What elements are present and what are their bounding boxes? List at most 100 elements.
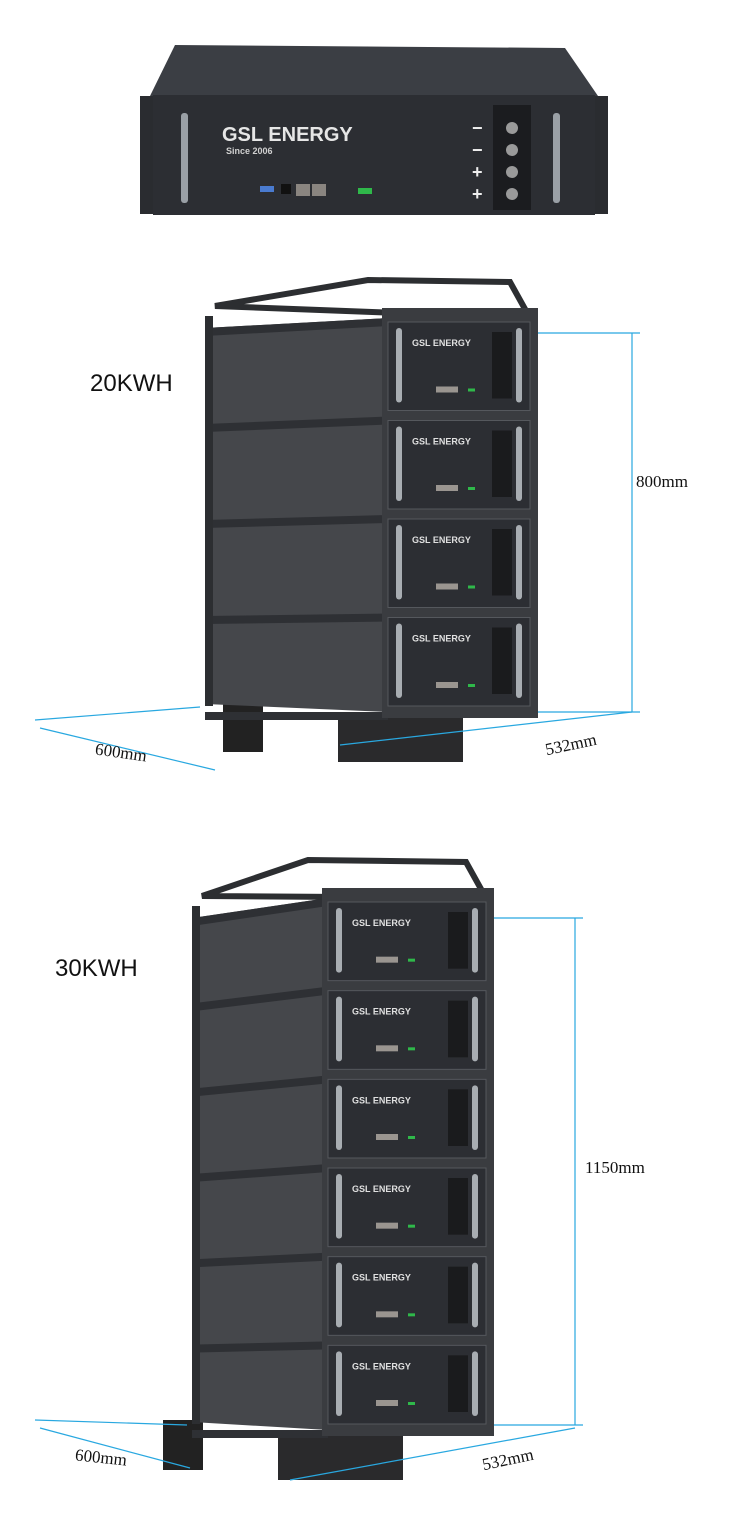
module-handle <box>472 1351 478 1416</box>
module-handle <box>516 623 522 698</box>
module-terminal-block <box>448 912 468 969</box>
rack-foot <box>338 717 463 762</box>
module-handle <box>336 1174 342 1239</box>
left-handle <box>181 113 188 203</box>
module-dry-contact <box>468 585 475 589</box>
module-dry-contact <box>408 958 415 962</box>
module-handle <box>336 1351 342 1416</box>
height-20kwh: 800mm <box>636 472 688 491</box>
terminal-sign: + <box>472 184 483 204</box>
rack-shelf-rail <box>205 416 388 432</box>
module-ports <box>376 1400 398 1406</box>
module-brand-logo: GSL ENERGY <box>412 634 471 644</box>
module-handle <box>472 1262 478 1328</box>
rack-foot <box>223 702 263 752</box>
module-dry-contact <box>468 684 475 687</box>
battery-module: GSL ENERGY <box>387 321 531 411</box>
module-handle <box>396 328 402 403</box>
battery-module: GSL ENERGY <box>387 518 531 608</box>
rack-shelf-rail <box>192 1341 328 1353</box>
height-30kwh: 1150mm <box>585 1158 645 1177</box>
module-brand-logo: GSL ENERGY <box>352 1361 411 1371</box>
module-terminal-block <box>492 332 512 399</box>
module-brand-logo: GSL ENERGY <box>352 1007 411 1017</box>
module-handle <box>336 1085 342 1150</box>
module-brand-logo: GSL ENERGY <box>352 918 411 928</box>
module-brand-logo: GSL ENERGY <box>352 1095 411 1105</box>
module-ports <box>376 1045 398 1052</box>
terminal-bolt <box>506 122 518 134</box>
battery-module: GSL ENERGY <box>387 617 531 707</box>
module-handle <box>396 426 402 501</box>
rack-foot <box>163 1420 203 1470</box>
battery-module: GSL ENERGY <box>387 420 531 510</box>
width-dimension-line <box>339 711 633 746</box>
dip-switch <box>260 186 274 192</box>
rack-post <box>192 906 200 1424</box>
module-ports <box>376 1311 398 1318</box>
module-handle <box>516 426 522 501</box>
module-terminal-block <box>448 1000 468 1058</box>
rs485-port <box>312 184 326 196</box>
terminal-sign: − <box>472 118 483 138</box>
battery-module: GSL ENERGY <box>327 1078 487 1159</box>
battery-module-front-view: GSL ENERGY Since 2006 −−++ <box>140 45 608 215</box>
module-terminal-block <box>492 430 512 497</box>
module-ports <box>436 485 458 491</box>
module-dry-contact <box>408 1136 415 1139</box>
rack-shelf-rail <box>205 712 388 720</box>
module-handle <box>472 1085 478 1150</box>
terminal-bolt <box>506 188 518 200</box>
module-handle <box>516 525 522 600</box>
battery-rack-20kwh: GSL ENERGY GSL ENERGY GSL ENERGY GSL ENERGY <box>34 276 640 771</box>
can-port <box>296 184 310 196</box>
depth-dimension-line <box>39 1427 191 1469</box>
module-terminal-block <box>448 1178 468 1235</box>
module-handle <box>396 525 402 600</box>
terminal-bolt <box>506 144 518 156</box>
module-handle <box>336 1262 342 1328</box>
module-handle <box>472 1174 478 1239</box>
battery-module: GSL ENERGY <box>327 1344 487 1425</box>
module-ports <box>376 1222 398 1229</box>
rack-post <box>205 316 213 706</box>
config-20kwh-label: 20KWH <box>90 370 173 397</box>
dry-contact-terminal <box>358 188 372 194</box>
module-handle <box>516 328 522 403</box>
module-ports <box>436 682 458 688</box>
rack-shelf-rail <box>192 1252 328 1268</box>
module-brand-logo: GSL ENERGY <box>352 1184 411 1194</box>
module-handle <box>472 908 478 973</box>
module-ports <box>436 386 458 393</box>
module-brand-logo: GSL ENERGY <box>352 1273 411 1283</box>
rack-shelf-rail <box>192 898 328 926</box>
dimension-extension-line <box>34 706 201 721</box>
rack-shelf-rail <box>192 1430 328 1438</box>
rack-foot <box>278 1435 403 1480</box>
rack-shelf-rail <box>205 318 388 336</box>
terminal-sign: + <box>472 162 483 182</box>
module-terminal-block <box>448 1355 468 1412</box>
module-handle <box>472 996 478 1062</box>
module-ports <box>376 956 398 963</box>
module-ports <box>376 1134 398 1140</box>
battery-module: GSL ENERGY <box>327 1167 487 1248</box>
module-terminal-block <box>448 1089 468 1146</box>
rack-side-panel <box>192 898 328 1430</box>
rack-shelf-rail <box>205 613 388 624</box>
module-brand-logo: GSL ENERGY <box>412 437 471 447</box>
module-handle <box>336 908 342 973</box>
module-dry-contact <box>468 487 475 490</box>
rack-shelf-rail <box>192 986 328 1012</box>
battery-rack-30kwh: GSL ENERGY GSL ENERGY GSL ENERGY GSL ENERGY… <box>34 856 583 1481</box>
since-text: Since 2006 <box>226 146 273 156</box>
battery-module: GSL ENERGY <box>327 901 487 982</box>
dimension-extension-line <box>34 1419 188 1426</box>
module-terminal-block <box>492 529 512 596</box>
module-ports <box>436 583 458 590</box>
module-terminal-block <box>448 1266 468 1324</box>
rack-shelf-rail <box>192 1164 328 1182</box>
rs232-port <box>281 184 291 194</box>
module-dry-contact <box>408 1402 415 1405</box>
